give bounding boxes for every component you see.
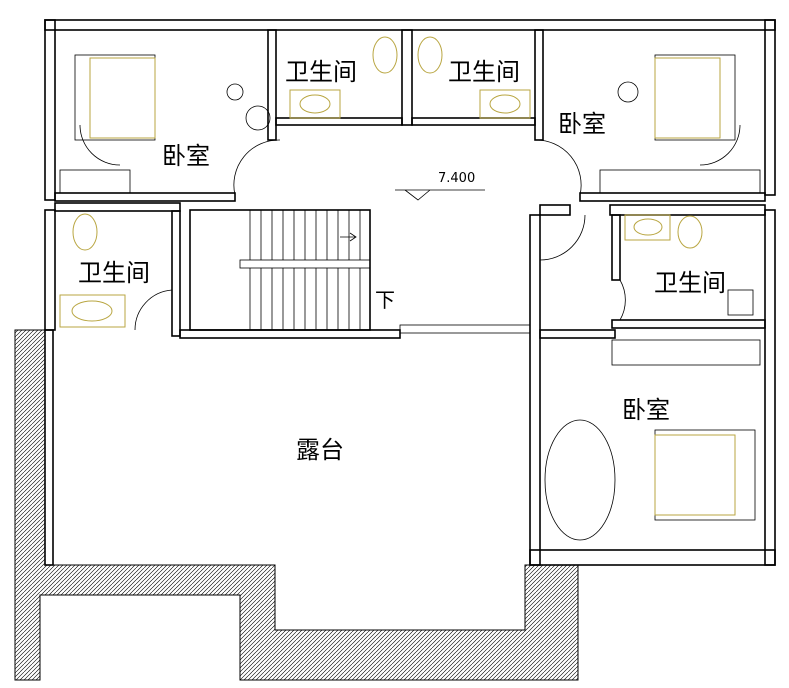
stair-down-label: 下 (375, 288, 395, 312)
elevation-marker (395, 189, 485, 201)
bedroom-label-upper-right: 卧室 (558, 110, 606, 138)
walls (44, 19, 776, 566)
staircase (189, 209, 371, 331)
bathroom-label-top-left: 卫生间 (285, 58, 357, 86)
bedroom-label-upper-left: 卧室 (162, 142, 210, 170)
doors (79, 124, 741, 331)
bathroom-label-top-right: 卫生间 (448, 58, 520, 86)
railing (14, 329, 579, 681)
furniture (59, 36, 761, 541)
bathroom-label-left: 卫生间 (78, 259, 150, 287)
bathroom-label-right: 卫生间 (654, 269, 726, 297)
elevation-label: 7.400 (438, 171, 476, 186)
terrace-label: 露台 (296, 436, 344, 464)
bedroom-label-lower-right: 卧室 (622, 396, 670, 424)
